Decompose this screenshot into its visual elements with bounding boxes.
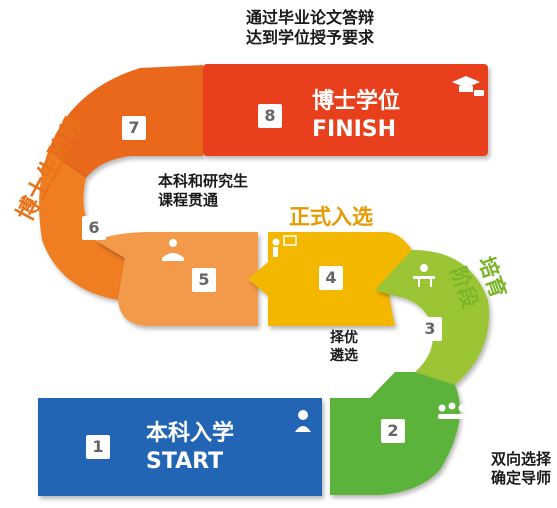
step-4-note: 择优遴选: [330, 330, 358, 364]
group-meeting-icon: [438, 402, 466, 419]
goal-note: 通过毕业论文答辩达到学位授予要求: [245, 8, 374, 47]
graduation-cap-icon: [452, 76, 484, 96]
step-5-number: 5: [192, 268, 216, 292]
step-5-segment: [95, 232, 258, 326]
step-3-number: 3: [418, 317, 442, 341]
step-2-number: 2: [381, 419, 405, 443]
desk-study-icon: [413, 264, 435, 287]
step-6-number: 6: [82, 216, 106, 240]
step-2-note: 双向选择确定导师: [490, 450, 551, 487]
step-8-segment: [203, 64, 488, 156]
step-7-number: 7: [122, 116, 146, 140]
reading-person-icon: [162, 239, 184, 261]
presentation-icon: [272, 235, 297, 257]
step-8-number: 8: [258, 104, 282, 128]
stage-label-formal: 正式入选: [289, 205, 373, 229]
step-6-note: 本科和研究生课程贯通: [158, 172, 249, 209]
step-1-segment: [38, 398, 322, 496]
step-1-number: 1: [86, 435, 110, 459]
step-4-number: 4: [319, 266, 343, 290]
person-tie-icon: [295, 410, 311, 432]
